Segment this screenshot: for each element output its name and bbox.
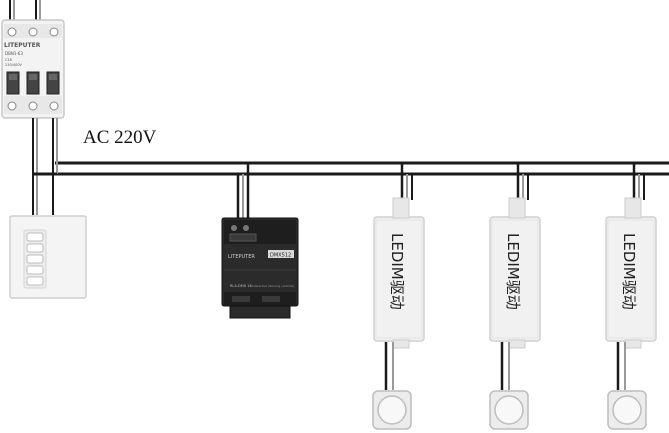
breaker-model: DBN1-63 xyxy=(5,51,23,56)
led-driver-1-label: LEDIM驱动 xyxy=(388,233,406,310)
controller-model: RLA-DMX 16 xyxy=(230,284,252,288)
breaker-input-wires xyxy=(9,0,41,20)
keypad-button-1 xyxy=(26,232,44,242)
dmx-controller: LITEPUTER DMX512 RLA-DMX 16 Interactive … xyxy=(221,217,299,319)
led-driver-3-assembly: LEDIM驱动 xyxy=(605,163,657,430)
led-light-3 xyxy=(607,390,647,430)
keypad-button-3 xyxy=(26,254,44,264)
controller-wires xyxy=(236,163,250,220)
controller-badge: DMX512 xyxy=(270,253,291,259)
led-light-1 xyxy=(372,390,412,430)
bus-label: AC 220V xyxy=(83,127,157,148)
wall-keypad xyxy=(9,215,87,299)
keypad-button-4 xyxy=(26,265,44,275)
controller-subtext: Interactive dimming controller xyxy=(252,284,295,288)
led-driver-2-label: LEDIM驱动 xyxy=(504,233,522,310)
led-driver-2-assembly: LEDIM驱动 xyxy=(489,163,541,430)
keypad-button-5 xyxy=(26,276,44,286)
led-driver-3-label: LEDIM驱动 xyxy=(620,233,638,310)
breaker-spec-1: 230/400V xyxy=(5,63,23,67)
main-bus xyxy=(55,161,669,176)
breaker-output-wires xyxy=(32,118,58,215)
circuit-breaker: LITEPUTER DBN1-63 C16 230/400V xyxy=(1,19,65,119)
led-driver-1-assembly: LEDIM驱动 xyxy=(372,163,425,430)
breaker-brand: LITEPUTER xyxy=(4,42,41,49)
controller-brand: LITEPUTER xyxy=(228,254,255,260)
led-light-2 xyxy=(489,390,529,430)
breaker-spec-0: C16 xyxy=(5,58,12,62)
keypad-button-2 xyxy=(26,243,44,253)
